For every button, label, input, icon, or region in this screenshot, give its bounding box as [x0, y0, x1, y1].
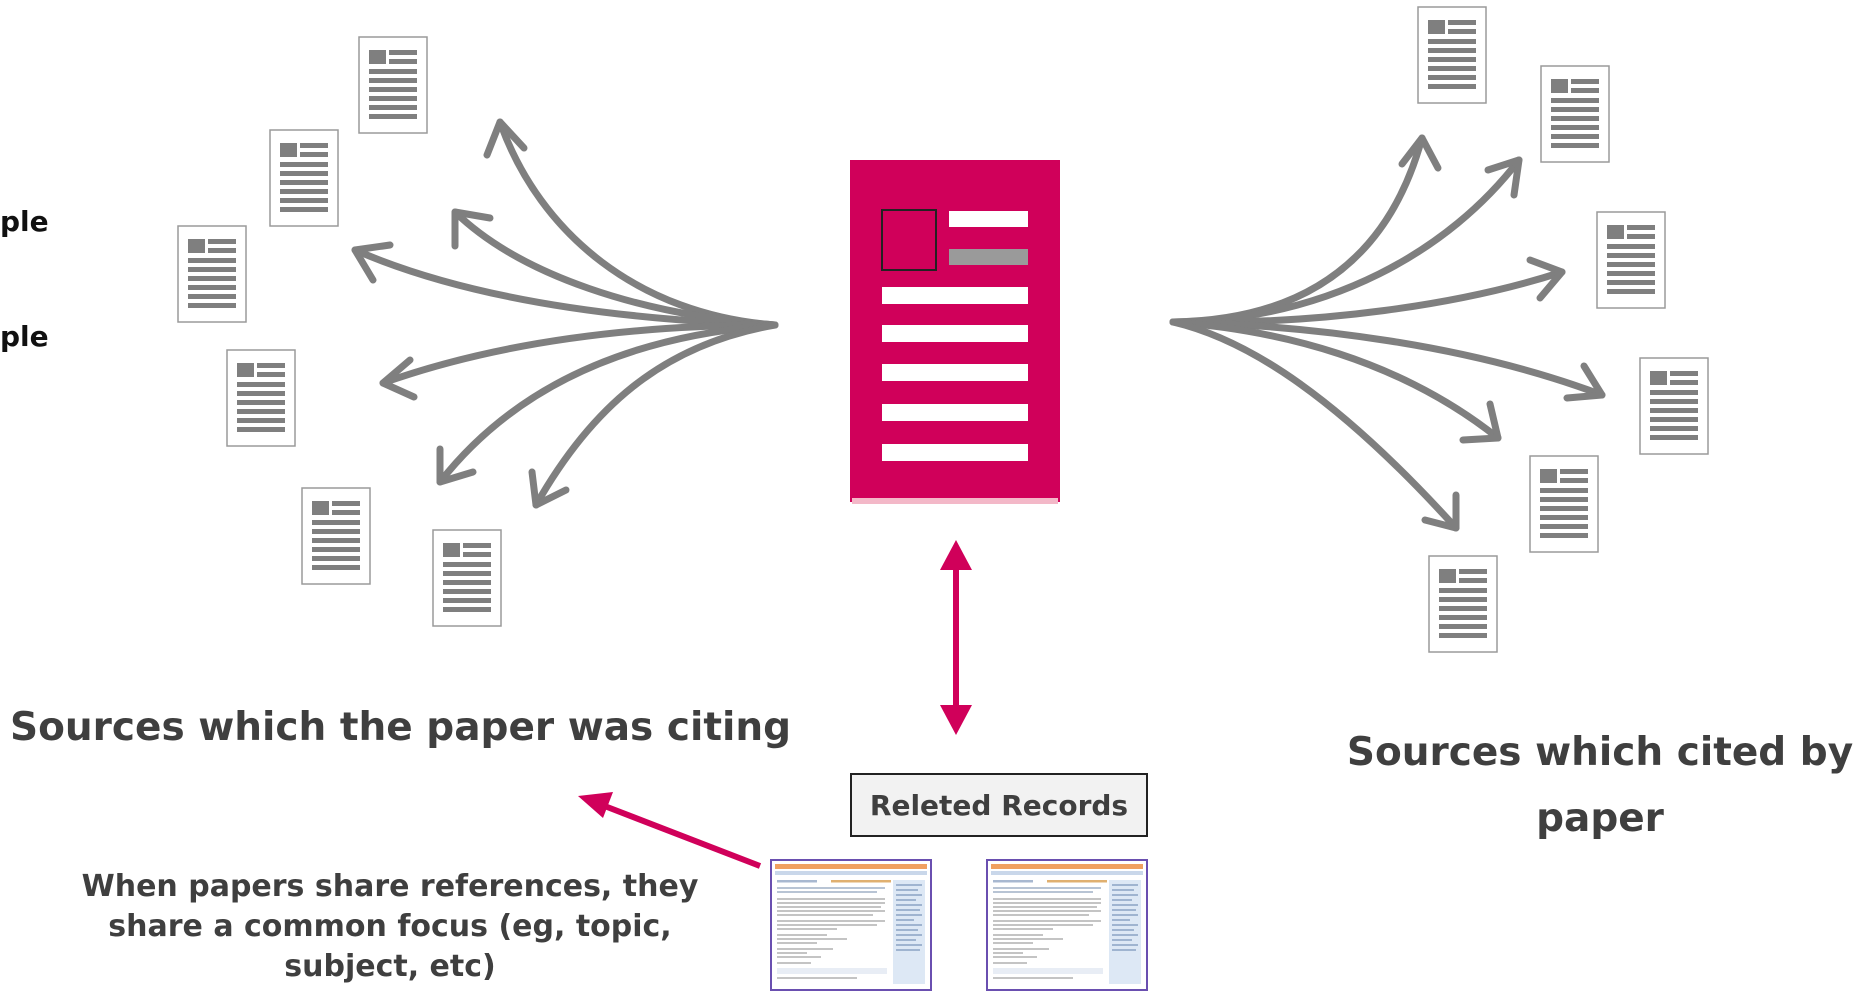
source-document-icon: [1428, 555, 1498, 653]
shared-references-caption: When papers share references, they share…: [81, 869, 699, 984]
central-paper-icon: [850, 160, 1060, 504]
source-document-icon: [269, 129, 339, 227]
arrow-cited-2: [1169, 156, 1523, 326]
arrow-cited-1: [1169, 134, 1442, 326]
cited-by-sources-label: Sources which cited by paper: [1346, 730, 1854, 841]
arrow-citing-3: [351, 241, 779, 329]
source-document-icon: [1639, 357, 1709, 455]
arrow-citing-1: [483, 118, 779, 329]
citing-sources-label: Sources which the paper was citing: [10, 705, 792, 750]
related-record-thumbnail[interactable]: [770, 859, 932, 991]
citing-arrows: [351, 118, 779, 509]
cropped-label-fragment: ple: [0, 320, 49, 353]
related-records-button[interactable]: Releted Records: [850, 773, 1148, 837]
source-document-icon: [226, 349, 296, 447]
source-document-icon: [1417, 6, 1487, 104]
citing-sources: [1417, 6, 1709, 653]
arrow-cited-6: [1169, 318, 1460, 532]
arrow-cited-3: [1169, 256, 1566, 326]
related-record-thumbnail[interactable]: [986, 859, 1148, 991]
related-double-arrow: [940, 540, 972, 735]
arrow-cited-4: [1169, 318, 1606, 402]
shared-references-arrow: [578, 792, 762, 869]
source-document-icon: [1529, 455, 1599, 553]
arrow-citing-5: [436, 321, 779, 486]
arrow-citing-4: [379, 321, 779, 401]
source-document-icon: [177, 225, 247, 323]
source-document-icon: [358, 36, 428, 134]
source-document-icon: [1596, 211, 1666, 309]
source-document-icon: [432, 529, 502, 627]
arrow-citing-6: [528, 321, 779, 509]
cited-sources: [177, 36, 502, 627]
source-document-icon: [1540, 65, 1610, 163]
source-document-icon: [301, 487, 371, 585]
arrow-cited-5: [1169, 318, 1502, 444]
cropped-label-fragment: ple: [0, 205, 49, 238]
cited-by-arrows: [1169, 134, 1606, 532]
